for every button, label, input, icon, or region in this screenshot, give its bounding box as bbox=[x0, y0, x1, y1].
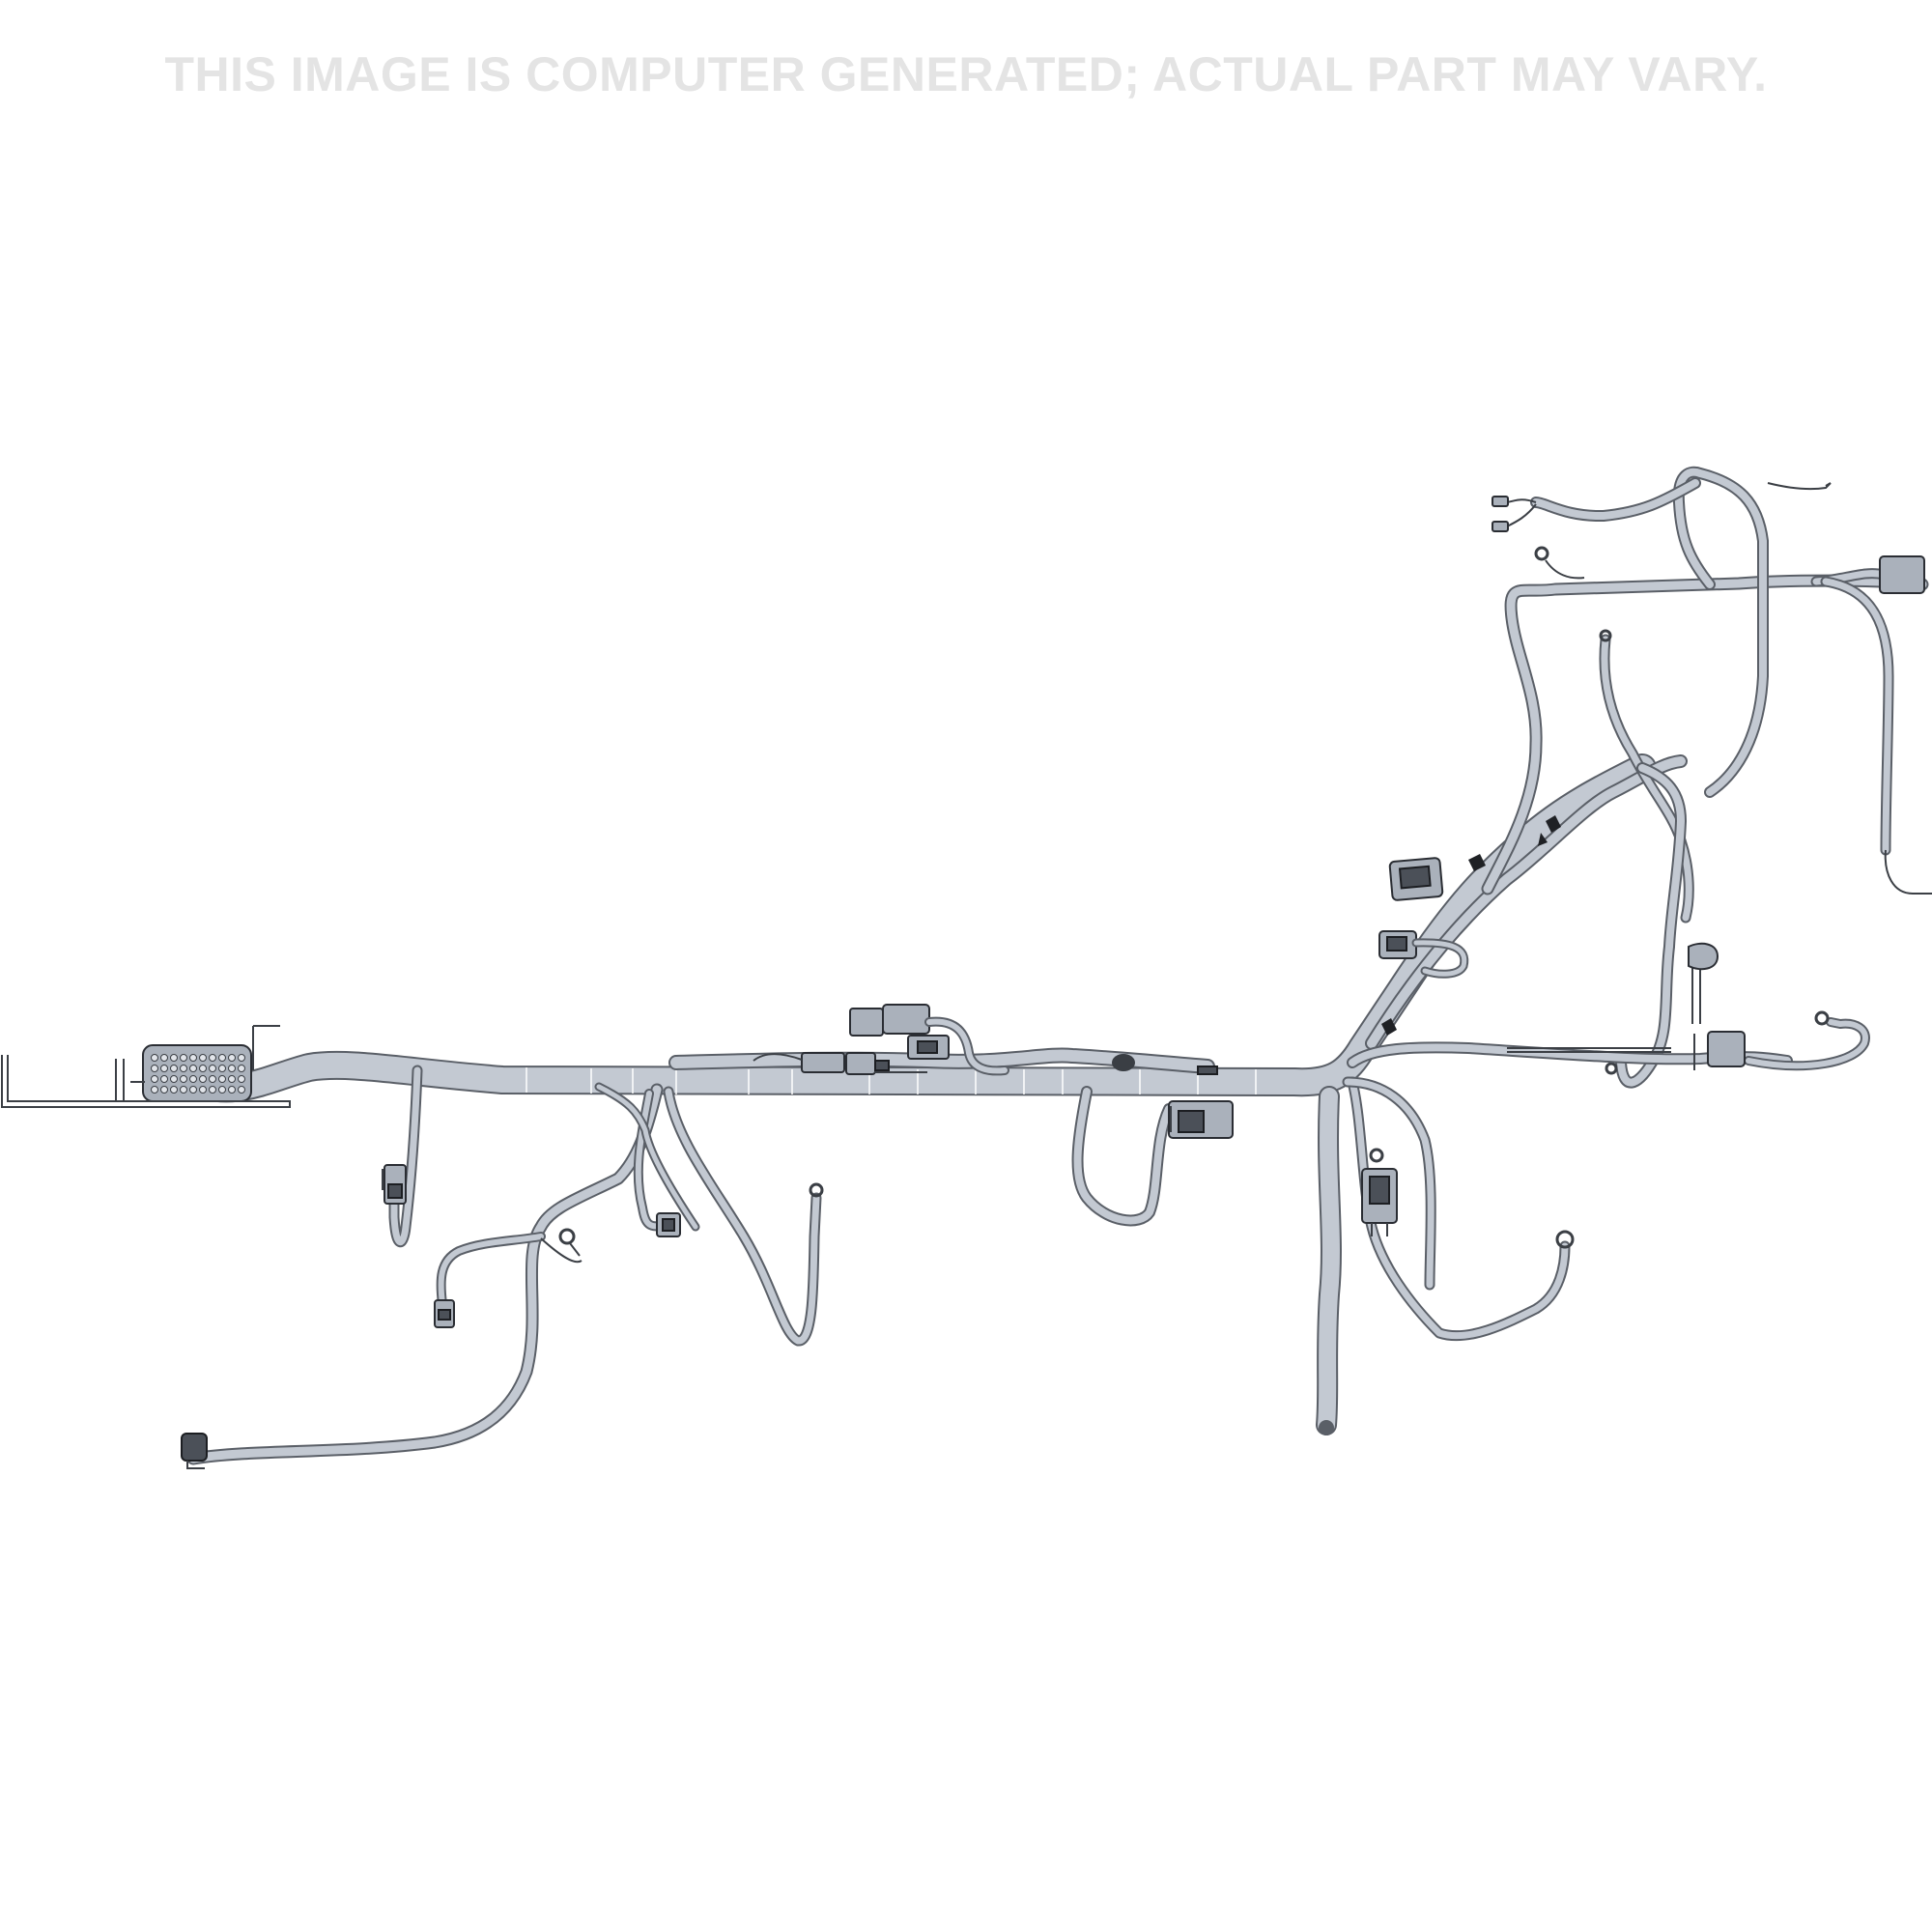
branch-right-loop bbox=[1605, 762, 1687, 1089]
upper-arm-connectors bbox=[1378, 815, 1561, 1036]
branch-relay bbox=[1342, 1076, 1575, 1342]
grommet bbox=[1112, 1054, 1135, 1071]
branch-top-hook bbox=[1492, 466, 1832, 798]
branch-vertical-drop bbox=[1316, 1086, 1342, 1435]
branch-v-ring bbox=[663, 1086, 824, 1347]
ecu-connector-left bbox=[1, 1025, 291, 1108]
center-connector-cluster bbox=[753, 1004, 1009, 1076]
branch-top-loop bbox=[1481, 574, 1929, 895]
branch-center-drop-connector bbox=[594, 1082, 700, 1237]
upper-arm-parallel bbox=[1365, 754, 1688, 1050]
branch-top-ring bbox=[1534, 546, 1585, 580]
branch-center-loop bbox=[1071, 1065, 1234, 1227]
trunk-end-cap bbox=[1319, 1420, 1334, 1435]
branch-top-right-connector bbox=[1810, 555, 1932, 895]
disclaimer-text: THIS IMAGE IS COMPUTER GENERATED; ACTUAL… bbox=[164, 47, 1768, 101]
branch-right-horizontal bbox=[1347, 942, 1870, 1071]
branch-lower-left-long bbox=[181, 1083, 664, 1469]
branch-upper-ring-drop bbox=[1599, 629, 1694, 923]
branch-left-drop bbox=[382, 1065, 423, 1248]
